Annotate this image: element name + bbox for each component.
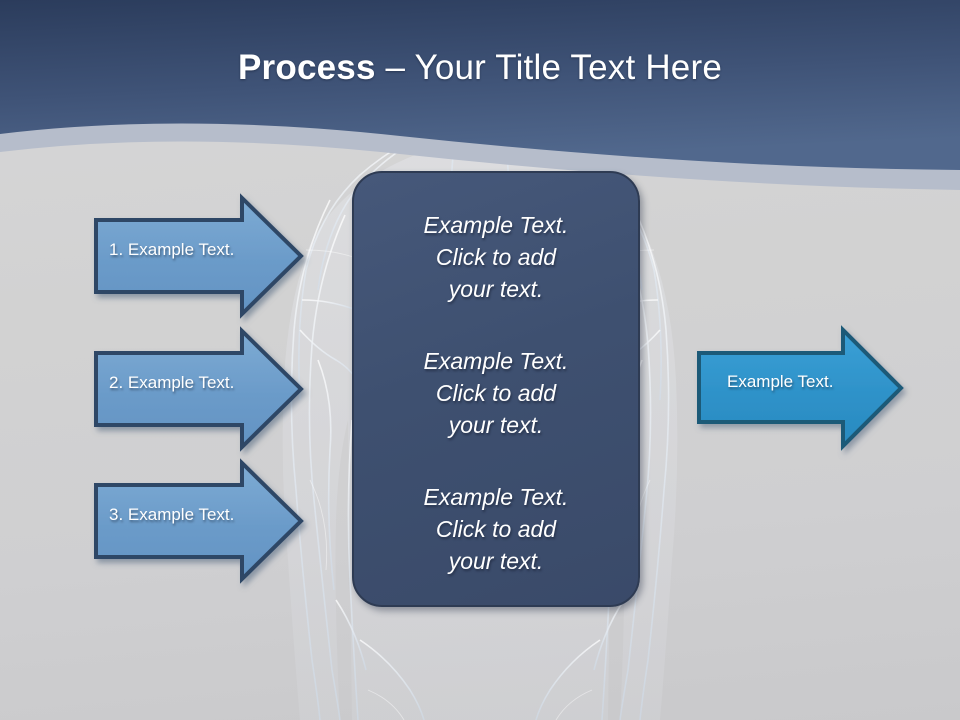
center-text-line-2b: Click to add: [435, 380, 557, 406]
process-step-arrow-1[interactable]: 1. Example Text.: [92, 193, 307, 319]
process-output-arrow[interactable]: Example Text.: [695, 325, 907, 451]
center-text-line-2c: your text.: [448, 412, 544, 438]
page-title-rest: – Your Title Text Here: [375, 48, 722, 87]
right-arrow-icon: [94, 326, 304, 452]
right-arrow-icon: [94, 193, 304, 319]
page-title-bold: Process: [238, 48, 376, 87]
center-text-line-1a: Example Text.: [423, 212, 569, 238]
slide-header: Process – Your Title Text Here: [0, 0, 960, 230]
center-text-line-3a: Example Text.: [423, 484, 569, 510]
process-step-arrow-2[interactable]: 2. Example Text.: [92, 326, 307, 452]
center-text-line-3c: your text.: [448, 548, 544, 574]
center-text-line-1b: Click to add: [435, 244, 557, 270]
center-text-line-2a: Example Text.: [423, 348, 569, 374]
process-step-arrow-3[interactable]: 3. Example Text.: [92, 458, 307, 584]
center-text-line-1c: your text.: [448, 276, 544, 302]
center-text-line-3b: Click to add: [435, 516, 557, 542]
center-text-block-3[interactable]: Example Text. Click to add your text.: [378, 481, 614, 577]
center-text-block-1[interactable]: Example Text. Click to add your text.: [378, 209, 614, 305]
center-text-block-2[interactable]: Example Text. Click to add your text.: [378, 345, 614, 441]
page-title: Process – Your Title Text Here: [0, 46, 960, 90]
center-content-panel[interactable]: Example Text. Click to add your text. Ex…: [352, 171, 640, 607]
right-arrow-icon: [94, 458, 304, 584]
right-arrow-icon: [697, 325, 904, 451]
